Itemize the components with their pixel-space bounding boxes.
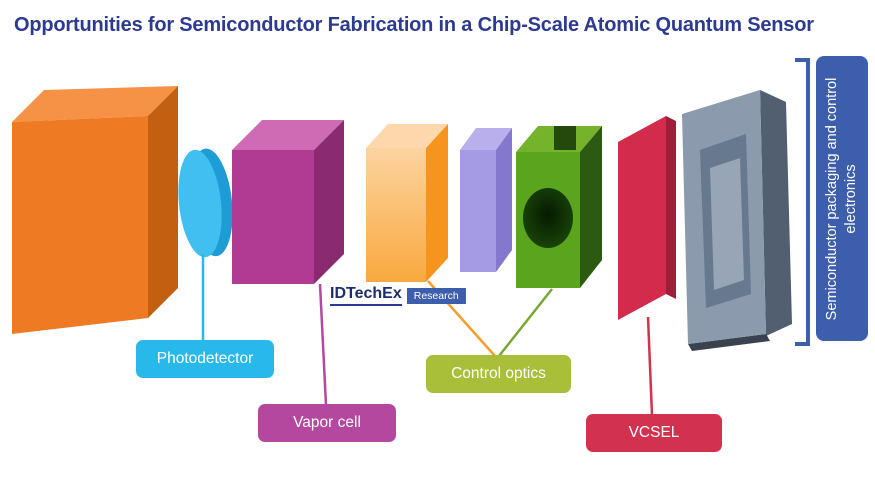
callout-control-optics: Control optics	[426, 355, 571, 393]
callout-line-optics-right	[498, 288, 553, 357]
control-optics-waveplate	[460, 128, 512, 272]
idtechex-logo: IDTechEx Research	[330, 285, 466, 306]
package-frame	[682, 90, 792, 351]
callout-vapor-cell: Vapor cell	[258, 404, 396, 442]
idtechex-logo-brand: IDTechEx	[330, 285, 402, 306]
callout-vcsel-label: VCSEL	[628, 424, 680, 441]
callout-photodetector: Photodetector	[136, 340, 274, 378]
idtechex-logo-research-badge: Research	[406, 287, 466, 304]
callout-vapor-cell-label: Vapor cell	[293, 414, 361, 431]
photodetector-assembly-block	[12, 86, 178, 334]
callout-photodetector-label: Photodetector	[156, 350, 254, 367]
callout-vcsel: VCSEL	[586, 414, 722, 452]
packaging-bracket	[795, 58, 810, 346]
page-title: Opportunities for Semiconductor Fabricat…	[14, 14, 814, 36]
callout-line-vcsel	[646, 316, 654, 416]
callout-control-optics-label: Control optics	[451, 365, 546, 382]
control-optics-slab	[366, 124, 448, 282]
photodetector-disc	[178, 148, 233, 258]
callout-packaging-label: Semiconductor packaging and control elec…	[824, 77, 859, 320]
vcsel-die	[618, 116, 676, 320]
callout-line-vapor-cell	[318, 283, 328, 406]
vapor-cell-cube	[232, 120, 344, 284]
control-optics-mount	[516, 126, 602, 288]
callout-packaging: Semiconductor packaging and control elec…	[816, 56, 868, 341]
